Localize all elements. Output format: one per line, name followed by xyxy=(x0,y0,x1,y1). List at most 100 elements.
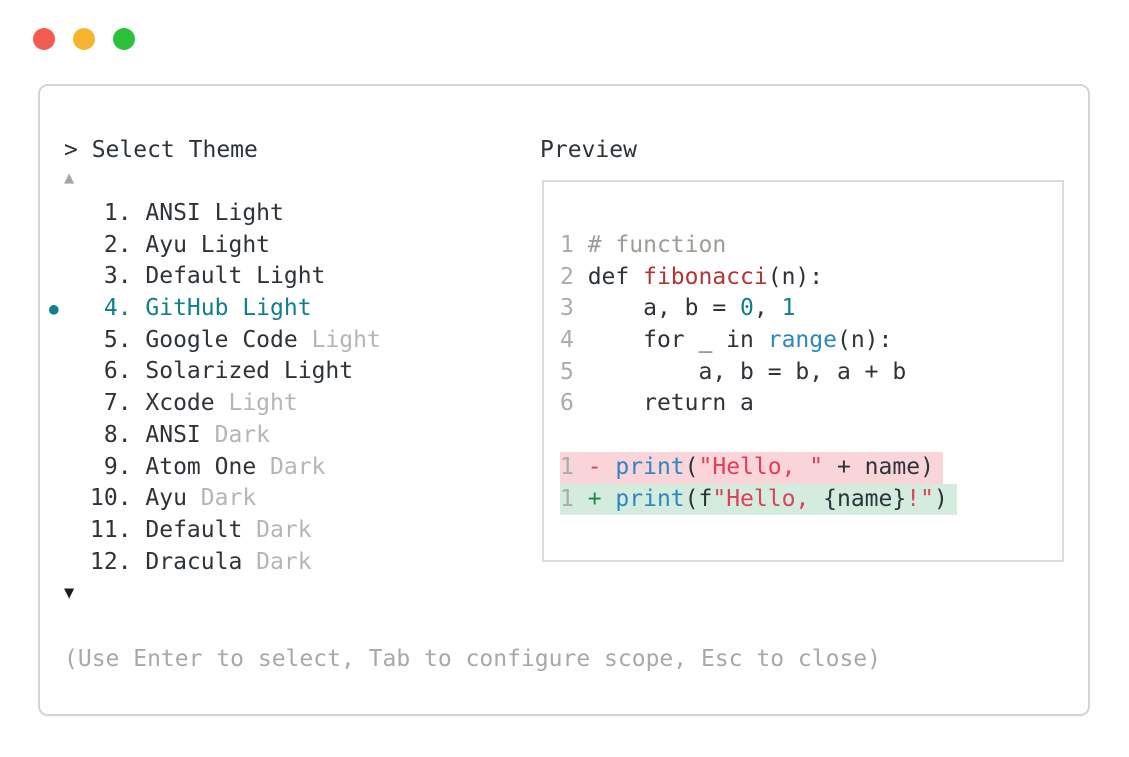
theme-item-number: 11. xyxy=(90,516,146,543)
theme-item-dracula-dark[interactable]: 12. Dracula Dark xyxy=(90,547,381,579)
theme-item-variant: Dark xyxy=(200,485,257,512)
theme-item-number: 4. xyxy=(90,295,146,322)
theme-item-name: Dracula xyxy=(145,548,257,575)
theme-item-number: 5. xyxy=(90,326,146,353)
theme-item-default-dark[interactable]: 11. Default Dark xyxy=(90,515,381,547)
theme-item-variant: Dark xyxy=(270,453,326,480)
theme-item-variant: Light xyxy=(214,200,284,226)
token-plain: ( xyxy=(684,453,699,480)
token-plain: {name} xyxy=(823,485,907,512)
theme-item-name: GitHub xyxy=(145,295,243,322)
token-plain: + name) xyxy=(823,453,934,480)
theme-item-number: 2. xyxy=(90,231,146,258)
theme-item-name: ANSI xyxy=(145,200,215,226)
scroll-up-indicator-icon[interactable]: ▲ xyxy=(64,168,75,188)
code-line: 2 def fibonacci(n): xyxy=(560,262,957,294)
token-string: !" xyxy=(906,485,934,512)
theme-item-variant: Light xyxy=(228,390,298,417)
selected-item-bullet-icon: ● xyxy=(49,299,59,319)
diff-added-line: 1 + print(f"Hello, {name}!") xyxy=(560,483,957,516)
line-number: 2 xyxy=(560,263,588,290)
token-call: print xyxy=(615,453,685,480)
theme-item-ayu-light[interactable]: 2. Ayu Light xyxy=(90,230,381,262)
theme-item-variant: Dark xyxy=(256,548,312,575)
theme-item-ansi-dark[interactable]: 8. ANSI Dark xyxy=(90,420,381,452)
scroll-down-indicator-icon[interactable]: ▼ xyxy=(64,583,75,603)
code-line-content: 5 a, b = b, a + b xyxy=(560,357,906,389)
theme-item-number: 3. xyxy=(90,263,146,290)
line-number: 3 xyxy=(560,295,588,322)
token-plus: + xyxy=(587,485,616,512)
theme-item-ayu-dark[interactable]: 10. Ayu Dark xyxy=(90,483,381,515)
token-call: range xyxy=(767,327,837,354)
theme-item-atom-one-dark[interactable]: 9. Atom One Dark xyxy=(90,452,381,484)
token-string: "Hello, xyxy=(712,485,824,512)
theme-item-variant: Light xyxy=(200,231,271,258)
theme-item-name: Default xyxy=(145,516,257,543)
theme-item-solarized-light[interactable]: 6. Solarized Light xyxy=(90,356,381,388)
preview-title: Preview xyxy=(540,137,637,163)
theme-item-number: 12. xyxy=(90,548,146,575)
minimize-button[interactable] xyxy=(73,28,95,50)
theme-item-ansi-light[interactable]: 1. ANSI Light xyxy=(90,198,381,230)
theme-item-variant: Light xyxy=(283,358,354,385)
theme-item-number: 1. xyxy=(90,200,146,226)
theme-list: 1. ANSI Light 2. Ayu Light 3. Default Li… xyxy=(49,198,381,579)
keyboard-hint-text: (Use Enter to select, Tab to configure s… xyxy=(64,646,881,672)
token-plain: for _ in xyxy=(587,327,768,354)
line-number: 1 xyxy=(560,485,588,512)
code-spacer-line xyxy=(560,420,957,452)
theme-item-name: Xcode xyxy=(145,390,229,417)
code-line-content: 6 return a xyxy=(560,388,754,420)
token-string: "Hello, " xyxy=(698,453,824,480)
theme-item-default-light[interactable]: 3. Default Light xyxy=(90,261,381,293)
theme-item-variant: Light xyxy=(242,295,312,322)
theme-item-name: Ayu xyxy=(145,231,201,258)
token-plain: , xyxy=(753,295,782,322)
theme-item-number: 9. xyxy=(90,453,146,480)
diff-removed-line: 1 - print("Hello, " + name) xyxy=(560,451,957,484)
token-plain: a, b = xyxy=(587,295,741,322)
token-comment: # function xyxy=(587,232,727,258)
select-theme-prompt: > Select Theme xyxy=(64,137,258,163)
code-line: 6 return a xyxy=(560,388,957,420)
theme-item-number: 10. xyxy=(90,485,146,512)
theme-item-google-code-light[interactable]: 5. Google Code Light xyxy=(90,325,381,357)
theme-item-number: 8. xyxy=(90,421,146,448)
token-number: 0 xyxy=(740,295,754,322)
token-number: 1 xyxy=(781,295,796,322)
theme-item-variant: Light xyxy=(256,263,326,290)
token-call: print xyxy=(615,485,685,512)
line-number: 1 xyxy=(560,232,588,258)
theme-item-name: Google Code xyxy=(145,326,312,353)
token-plain: (n): xyxy=(836,327,893,354)
theme-item-number: 7. xyxy=(90,390,146,417)
code-line: 4 for _ in range(n): xyxy=(560,325,957,357)
theme-item-xcode-light[interactable]: 7. Xcode Light xyxy=(90,388,381,420)
code-line-content: 4 for _ in range(n): xyxy=(560,325,892,357)
token-plain: return a xyxy=(587,390,754,417)
code-line-content: 3 a, b = 0, 1 xyxy=(560,293,795,325)
code-line: 3 a, b = 0, 1 xyxy=(560,293,957,325)
token-minus: - xyxy=(587,453,616,480)
theme-item-github-light[interactable]: ● 4. GitHub Light xyxy=(49,293,381,325)
zoom-button[interactable] xyxy=(113,28,135,50)
theme-item-name: Ayu xyxy=(145,485,201,512)
token-plain: def xyxy=(587,263,644,290)
theme-item-name: Default xyxy=(145,263,257,290)
code-line-content: 1 # function xyxy=(560,230,726,262)
close-button[interactable] xyxy=(33,28,55,50)
token-fname: fibonacci xyxy=(643,263,768,290)
theme-item-name: Solarized xyxy=(145,358,284,385)
code-line: 5 a, b = b, a + b xyxy=(560,357,957,389)
code-line: 1 # function xyxy=(560,230,957,262)
code-line-content: 1 + print(f"Hello, {name}!") xyxy=(560,483,957,516)
line-number: 5 xyxy=(560,358,588,385)
code-line-content: 1 - print("Hello, " + name) xyxy=(560,451,943,484)
theme-item-variant: Dark xyxy=(214,421,271,448)
code-line-content: 2 def fibonacci(n): xyxy=(560,262,823,294)
theme-item-variant: Dark xyxy=(256,516,312,543)
token-plain: (f xyxy=(684,485,713,512)
line-number: 6 xyxy=(560,390,588,417)
